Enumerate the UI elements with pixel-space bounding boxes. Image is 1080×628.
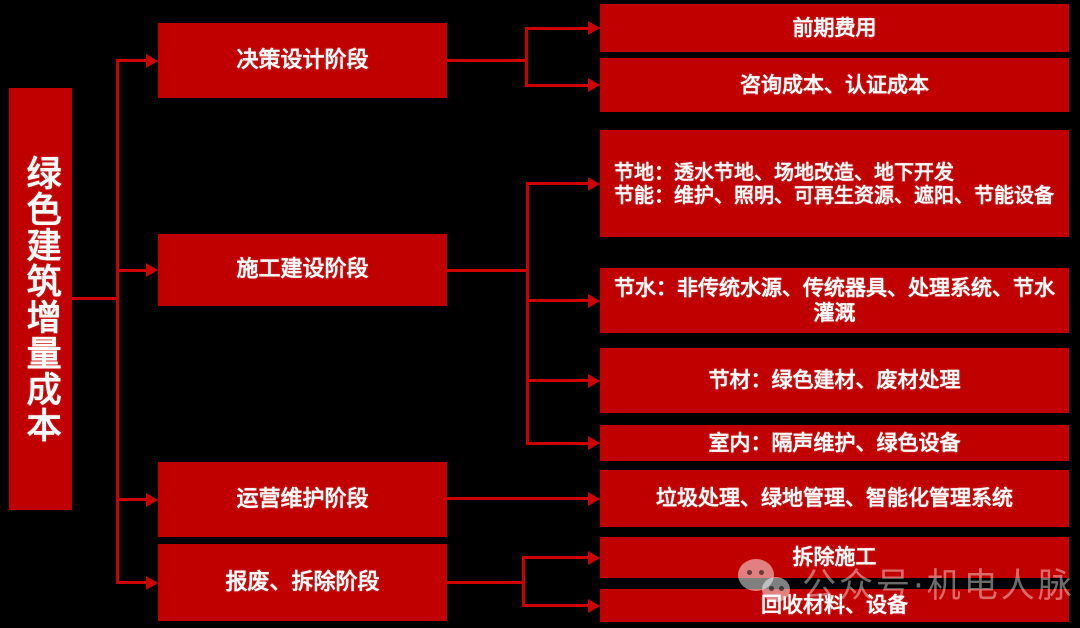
connector-to-r8 — [522, 556, 588, 559]
connector-to-r4 — [526, 299, 588, 302]
cost-node-indoor: 室内：隔声维护、绿色设备 — [600, 425, 1069, 461]
connector-stage2-stem — [447, 268, 528, 272]
energy-saving-line: 节能：维护、照明、可再生资源、遮阳、节能设备 — [614, 182, 1054, 207]
cost-node-waste-green-smart-management: 垃圾处理、绿地管理、智能化管理系统 — [600, 470, 1069, 527]
arrowhead-r2 — [588, 78, 600, 92]
connector-to-r1 — [525, 26, 588, 30]
connector-branch-stage2 — [116, 268, 146, 272]
connector-stage1-stem — [447, 59, 527, 62]
connector-root-stem — [72, 297, 118, 300]
connector-to-r6 — [526, 441, 588, 445]
stage-node-decision-design: 决策设计阶段 — [158, 23, 447, 98]
connector-stage4-stem — [447, 581, 524, 584]
connector-to-r5 — [526, 379, 588, 382]
arrowhead-stage4 — [146, 575, 158, 590]
arrowhead-r3 — [588, 176, 600, 191]
connector-branch-stage1 — [116, 59, 146, 62]
cost-node-land-energy-saving-lines: 节地：透水节地、场地改造、地下开发 节能：维护、照明、可再生资源、遮阳、节能设备 — [614, 159, 1054, 207]
cost-node-demolition-construction: 拆除施工 — [600, 537, 1069, 578]
connector-branch-stage4 — [116, 581, 146, 584]
connector-to-r3 — [526, 182, 588, 185]
arrowhead-r4 — [588, 293, 600, 308]
cost-node-recycled-materials-equipment: 回收材料、设备 — [600, 589, 1069, 622]
land-saving-line: 节地：透水节地、场地改造、地下开发 — [614, 159, 954, 184]
arrowhead-r7 — [588, 491, 600, 506]
connector-stage4-splitter — [522, 556, 525, 607]
arrowhead-stage1 — [146, 53, 158, 68]
connector-branch-stage3 — [116, 498, 146, 501]
connector-to-r7 — [447, 497, 588, 500]
stage-node-scrap-demolition: 报废、拆除阶段 — [158, 544, 447, 621]
stage-node-construction: 施工建设阶段 — [158, 234, 447, 306]
arrowhead-r8 — [588, 550, 600, 565]
arrowhead-stage2 — [146, 263, 158, 277]
stage-node-operation-maintenance: 运营维护阶段 — [158, 462, 447, 537]
arrowhead-r1 — [588, 21, 600, 35]
connector-to-r2 — [525, 83, 588, 87]
arrowhead-r5 — [588, 373, 600, 388]
connector-trunk — [116, 59, 119, 584]
arrowhead-r6 — [588, 436, 600, 450]
cost-node-consulting-certification: 咨询成本、认证成本 — [600, 58, 1069, 112]
cost-node-water-saving: 节水：非传统水源、传统器具、处理系统、节水灌溉 — [600, 268, 1069, 333]
connector-stage2-splitter — [526, 182, 529, 443]
connector-stage1-splitter — [525, 26, 528, 87]
connector-to-r9 — [522, 604, 588, 607]
cost-node-land-energy-saving: 节地：透水节地、场地改造、地下开发 节能：维护、照明、可再生资源、遮阳、节能设备 — [600, 130, 1069, 237]
arrowhead-stage3 — [146, 492, 158, 507]
arrowhead-r9 — [588, 598, 600, 613]
cost-node-preliminary-fees: 前期费用 — [600, 4, 1069, 52]
root-node-green-building-incremental-cost: 绿色建筑增量成本 — [9, 88, 72, 510]
cost-node-material-saving: 节材：绿色建材、废材处理 — [600, 348, 1069, 413]
